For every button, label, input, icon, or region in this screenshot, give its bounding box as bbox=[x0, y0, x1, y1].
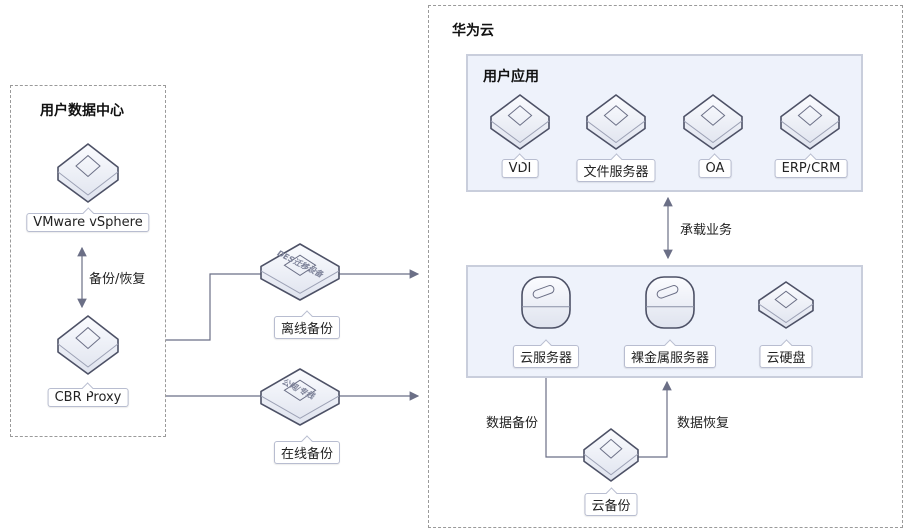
app-label: VDI bbox=[501, 159, 539, 178]
resource-label: 裸金属服务器 bbox=[623, 345, 717, 368]
vdi-icon bbox=[490, 94, 550, 150]
cloud-server-icon bbox=[521, 276, 571, 329]
cloud-backup-label: 云备份 bbox=[584, 493, 638, 516]
app-label: ERP/CRM bbox=[774, 159, 848, 178]
network-device-icon bbox=[260, 368, 340, 426]
data-backup-label: 数据备份 bbox=[486, 416, 539, 431]
data-restore-label: 数据恢复 bbox=[677, 416, 730, 431]
vm-label: VMware vSphere bbox=[26, 213, 150, 232]
erp-crm-icon bbox=[780, 94, 840, 150]
online-backup-label: 在线备份 bbox=[273, 441, 341, 464]
des-device-icon bbox=[260, 243, 340, 301]
datacenter-title: 用户数据中心 bbox=[40, 103, 124, 119]
resource-label: 云服务器 bbox=[512, 345, 580, 368]
app-label: OA bbox=[698, 159, 732, 178]
backup-restore-label: 备份/恢复 bbox=[89, 272, 146, 287]
apps-title: 用户应用 bbox=[483, 69, 539, 85]
app-label: 文件服务器 bbox=[576, 159, 656, 182]
cloud-title: 华为云 bbox=[452, 23, 494, 39]
carry-business-label: 承载业务 bbox=[680, 223, 733, 238]
bare-metal-server-icon bbox=[645, 276, 695, 329]
proxy-server-icon bbox=[57, 315, 119, 375]
resource-label: 云硬盘 bbox=[759, 345, 813, 368]
cloud-backup-icon bbox=[583, 428, 639, 482]
oa-icon bbox=[683, 94, 743, 150]
user-datacenter-region bbox=[10, 85, 166, 437]
data-backup-line bbox=[545, 378, 585, 458]
cloud-disk-icon bbox=[758, 281, 814, 329]
vm-server-icon bbox=[57, 143, 119, 203]
huawei-cloud-region bbox=[428, 5, 903, 528]
offline-backup-label: 离线备份 bbox=[273, 316, 341, 339]
data-restore-line bbox=[637, 380, 672, 458]
file-server-icon bbox=[586, 94, 646, 150]
proxy-label: CBR Proxy bbox=[47, 388, 129, 407]
